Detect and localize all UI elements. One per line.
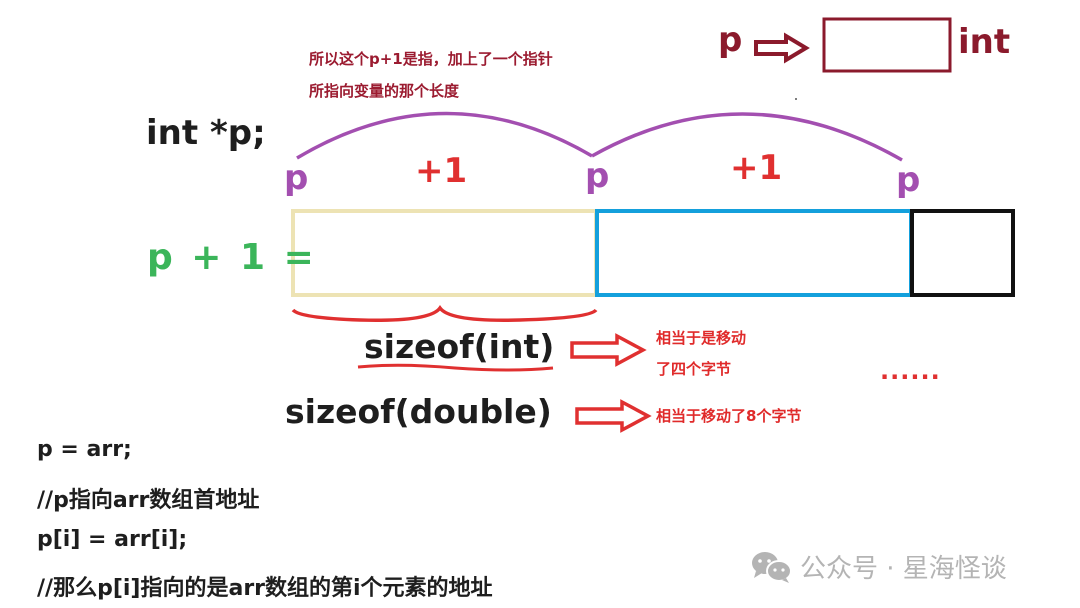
sizeof-int-note-line-2: 了四个字节 [656,360,732,378]
memory-cell-1 [291,209,598,297]
explanation-line-1: 所以这个p+1是指，加上了一个指针 [309,50,553,68]
code-comment-2: //那么p[i]指向的是arr数组的第i个元素的地址 [37,576,493,601]
step-arc-2 [591,112,903,162]
explanation-line-2: 所指向变量的那个长度 [309,82,460,100]
sizeof-int-underline [357,363,554,372]
legend-arrow-icon [754,32,810,64]
pointer-mark-3: p [896,160,921,200]
increment-label-2: +1 [730,148,783,188]
pointer-mark-1: p [284,158,309,198]
wechat-icon [752,552,792,583]
legend-memory-box [822,17,952,73]
stray-dot [795,98,797,100]
size-brace [291,304,598,322]
code-comment-1: //p指向arr数组首地址 [37,488,260,513]
increment-label-1: +1 [415,151,468,191]
continuation-ellipsis: ...... [880,357,941,385]
memory-cell-2 [595,209,913,297]
arrow-icon-double [575,399,652,433]
pointer-expression: p + 1 = [147,237,314,278]
legend-pointer-label: p [718,20,743,60]
sizeof-double-note: 相当于移动了8个字节 [656,407,802,425]
pointer-declaration: int *p; [146,113,266,153]
sizeof-double-label: sizeof(double) [285,392,552,431]
legend-type-label: int [958,22,1011,62]
watermark-text: 公众号 · 星海怪谈 [800,554,1007,584]
pointer-mark-2: p [585,156,610,196]
sizeof-int-label: sizeof(int) [364,327,555,366]
memory-cell-3 [910,209,1015,297]
arrow-icon-int [570,333,647,367]
code-line-1: p = arr; [37,437,132,462]
step-arc-1 [296,111,593,160]
code-line-2: p[i] = arr[i]; [37,527,188,552]
sizeof-int-note-line-1: 相当于是移动 [656,329,747,347]
